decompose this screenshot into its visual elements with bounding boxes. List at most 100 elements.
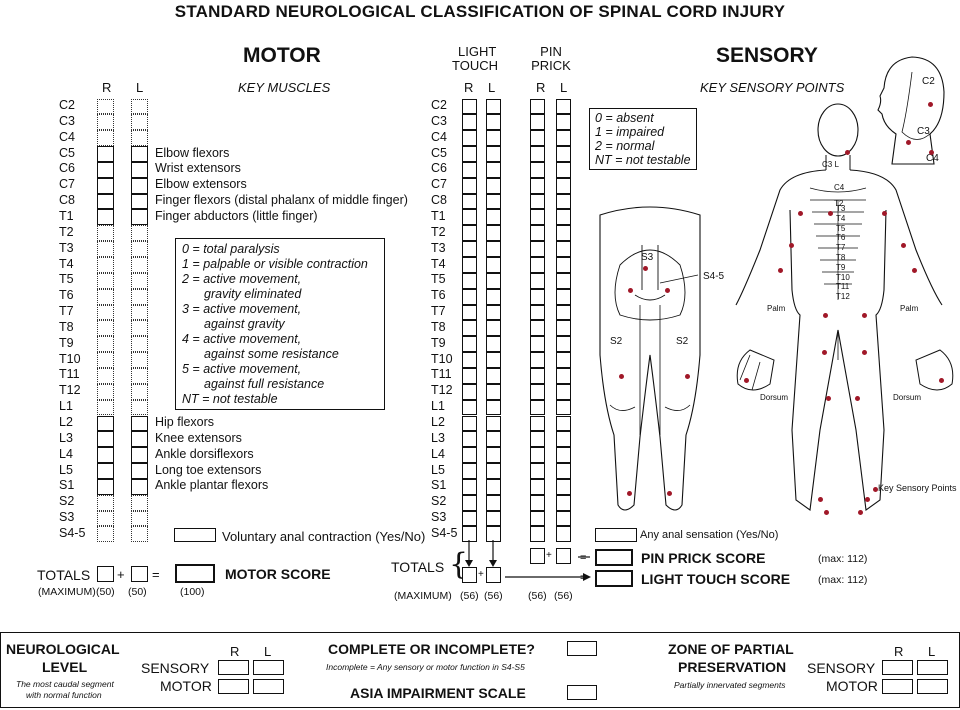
motor-r-cell[interactable] — [97, 177, 114, 194]
motor-l-cell[interactable] — [131, 431, 148, 448]
pp-r-cell[interactable] — [530, 463, 545, 479]
pp-l-cell[interactable] — [556, 114, 571, 131]
zone-sensory-r-box[interactable] — [882, 660, 913, 675]
lt-l-cell[interactable] — [486, 510, 501, 527]
lt-r-cell[interactable] — [462, 399, 477, 416]
lt-l-cell[interactable] — [486, 146, 501, 162]
lt-l-cell[interactable] — [486, 367, 501, 384]
lt-l-cell[interactable] — [486, 399, 501, 416]
lt-r-cell[interactable] — [462, 257, 477, 273]
asia-scale-box[interactable] — [567, 685, 597, 700]
lt-total-r-box[interactable] — [462, 567, 477, 583]
pp-r-cell[interactable] — [530, 399, 545, 416]
lt-l-cell[interactable] — [486, 431, 501, 448]
lt-r-cell[interactable] — [462, 193, 477, 210]
pp-l-cell[interactable] — [556, 431, 571, 448]
lt-r-cell[interactable] — [462, 98, 477, 115]
lt-l-cell[interactable] — [486, 241, 501, 257]
lt-l-cell[interactable] — [486, 383, 501, 400]
pp-r-cell[interactable] — [530, 114, 545, 131]
motor-l-cell[interactable] — [131, 447, 148, 464]
pp-l-cell[interactable] — [556, 383, 571, 400]
lt-l-cell[interactable] — [486, 130, 501, 147]
light-touch-score-box[interactable] — [595, 570, 633, 587]
lt-r-cell[interactable] — [462, 114, 477, 131]
motor-l-cell[interactable] — [131, 415, 148, 432]
anal-contraction-box[interactable] — [174, 528, 216, 542]
pp-r-cell[interactable] — [530, 272, 545, 289]
motor-l-cell[interactable] — [131, 209, 148, 226]
lt-l-cell[interactable] — [486, 193, 501, 210]
pp-total-l-box[interactable] — [556, 548, 571, 564]
lt-r-cell[interactable] — [462, 177, 477, 194]
lt-l-cell[interactable] — [486, 336, 501, 353]
lt-total-l-box[interactable] — [486, 567, 501, 583]
pp-r-cell[interactable] — [530, 304, 545, 321]
pp-r-cell[interactable] — [530, 526, 545, 543]
zone-sensory-l-box[interactable] — [917, 660, 948, 675]
motor-r-cell[interactable] — [97, 478, 114, 495]
motor-r-cell[interactable] — [97, 415, 114, 432]
motor-r-cell[interactable] — [97, 209, 114, 226]
pp-l-cell[interactable] — [556, 130, 571, 147]
lt-r-cell[interactable] — [462, 272, 477, 289]
motor-l-cell[interactable] — [131, 161, 148, 178]
pp-r-cell[interactable] — [530, 320, 545, 337]
lt-r-cell[interactable] — [462, 383, 477, 400]
motor-r-cell[interactable] — [97, 161, 114, 178]
lt-r-cell[interactable] — [462, 304, 477, 321]
lt-r-cell[interactable] — [462, 510, 477, 527]
lt-l-cell[interactable] — [486, 447, 501, 464]
zone-motor-r-box[interactable] — [882, 679, 913, 694]
lt-l-cell[interactable] — [486, 304, 501, 321]
motor-score-box[interactable] — [175, 564, 215, 583]
motor-l-cell[interactable] — [131, 146, 148, 162]
lt-l-cell[interactable] — [486, 415, 501, 432]
pp-l-cell[interactable] — [556, 526, 571, 543]
pp-r-cell[interactable] — [530, 193, 545, 210]
pp-l-cell[interactable] — [556, 304, 571, 321]
lt-l-cell[interactable] — [486, 161, 501, 178]
lt-l-cell[interactable] — [486, 209, 501, 226]
complete-incomplete-box[interactable] — [567, 641, 597, 656]
pp-r-cell[interactable] — [530, 146, 545, 162]
pp-l-cell[interactable] — [556, 146, 571, 162]
pp-r-cell[interactable] — [530, 478, 545, 495]
motor-r-cell[interactable] — [97, 463, 114, 479]
pp-r-cell[interactable] — [530, 177, 545, 194]
anal-sensation-box[interactable] — [595, 528, 637, 542]
pp-r-cell[interactable] — [530, 257, 545, 273]
pp-l-cell[interactable] — [556, 193, 571, 210]
pp-r-cell[interactable] — [530, 225, 545, 242]
pp-l-cell[interactable] — [556, 415, 571, 432]
lt-r-cell[interactable] — [462, 367, 477, 384]
pp-l-cell[interactable] — [556, 320, 571, 337]
lt-r-cell[interactable] — [462, 288, 477, 305]
motor-r-cell[interactable] — [97, 431, 114, 448]
pp-l-cell[interactable] — [556, 257, 571, 273]
pin-prick-score-box[interactable] — [595, 549, 633, 566]
pp-r-cell[interactable] — [530, 415, 545, 432]
lt-l-cell[interactable] — [486, 114, 501, 131]
motor-r-cell[interactable] — [97, 193, 114, 210]
motor-r-cell[interactable] — [97, 447, 114, 464]
pp-l-cell[interactable] — [556, 241, 571, 257]
lt-l-cell[interactable] — [486, 478, 501, 495]
pp-l-cell[interactable] — [556, 463, 571, 479]
motor-total-r-box[interactable] — [97, 566, 114, 582]
neuro-sensory-r-box[interactable] — [218, 660, 249, 675]
pp-l-cell[interactable] — [556, 209, 571, 226]
lt-r-cell[interactable] — [462, 463, 477, 479]
pp-r-cell[interactable] — [530, 367, 545, 384]
neuro-motor-r-box[interactable] — [218, 679, 249, 694]
lt-l-cell[interactable] — [486, 177, 501, 194]
motor-total-l-box[interactable] — [131, 566, 148, 582]
motor-l-cell[interactable] — [131, 177, 148, 194]
pp-r-cell[interactable] — [530, 431, 545, 448]
pp-l-cell[interactable] — [556, 288, 571, 305]
pp-r-cell[interactable] — [530, 161, 545, 178]
pp-r-cell[interactable] — [530, 510, 545, 527]
pp-r-cell[interactable] — [530, 447, 545, 464]
zone-motor-l-box[interactable] — [917, 679, 948, 694]
pp-l-cell[interactable] — [556, 225, 571, 242]
